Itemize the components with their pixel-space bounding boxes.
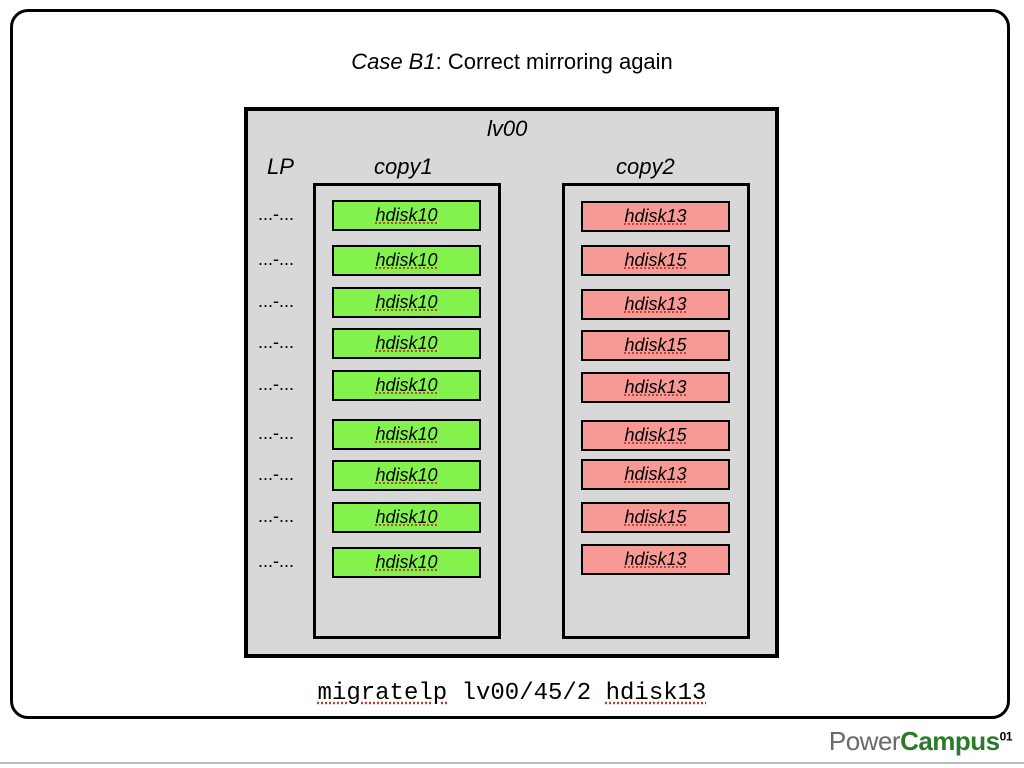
- copy2-pp-label: hdisk13: [624, 549, 687, 569]
- lp-range: ...-...: [258, 249, 294, 269]
- copy1-pp-label: hdisk10: [375, 250, 438, 270]
- lp-range: ...-...: [258, 464, 294, 484]
- copy1-column: [313, 183, 501, 639]
- copy1-pp-label: hdisk10: [375, 205, 438, 225]
- copy1-pp: hdisk10: [332, 460, 481, 491]
- copy1-pp: hdisk10: [332, 502, 481, 533]
- copy2-pp-label: hdisk13: [624, 377, 687, 397]
- lp-range: ...-...: [258, 374, 294, 394]
- copy2-pp-label: hdisk13: [624, 464, 687, 484]
- copy2-pp: hdisk13: [581, 544, 730, 575]
- lp-range: ...-...: [258, 204, 294, 224]
- lp-range: ...-...: [258, 291, 294, 311]
- copy2-pp-label: hdisk15: [624, 335, 687, 355]
- copy1-pp: hdisk10: [332, 200, 481, 231]
- copy2-pp-label: hdisk13: [624, 294, 687, 314]
- copy1-pp-label: hdisk10: [375, 292, 438, 312]
- logo-campus: Campus: [900, 726, 1000, 756]
- copy2-pp: hdisk15: [581, 502, 730, 533]
- copy1-pp-label: hdisk10: [375, 375, 438, 395]
- lp-range: ...-...: [258, 551, 294, 571]
- copy2-pp: hdisk15: [581, 330, 730, 361]
- copy1-pp: hdisk10: [332, 287, 481, 318]
- copy1-pp: hdisk10: [332, 328, 481, 359]
- copy2-pp: hdisk13: [581, 289, 730, 320]
- copy2-pp: hdisk13: [581, 459, 730, 490]
- command-line: migratelp lv00/45/2 hdisk13: [0, 680, 1024, 707]
- slide-title: Case B1: Correct mirroring again: [0, 49, 1024, 75]
- copy1-pp-label: hdisk10: [375, 552, 438, 572]
- copy1-pp-label: hdisk10: [375, 507, 438, 527]
- copy1-pp-label: hdisk10: [375, 333, 438, 353]
- copy2-pp-label: hdisk15: [624, 507, 687, 527]
- copy2-pp-label: hdisk13: [624, 206, 687, 226]
- bottom-divider: [0, 762, 1024, 764]
- copy2-pp-label: hdisk15: [624, 250, 687, 270]
- copy2-pp: hdisk13: [581, 372, 730, 403]
- copy1-pp-label: hdisk10: [375, 424, 438, 444]
- copy1-header: copy1: [374, 154, 433, 179]
- copy2-column: [562, 183, 750, 639]
- copy2-header: copy2: [616, 154, 675, 179]
- lv-name: lv00: [487, 116, 528, 141]
- logo-power: Power: [828, 726, 901, 756]
- copy2-pp-label: hdisk15: [624, 425, 687, 445]
- copy1-pp: hdisk10: [332, 547, 481, 578]
- title-italic: Case B1: [351, 49, 436, 74]
- copy1-pp: hdisk10: [332, 370, 481, 401]
- logo-sup: 01: [999, 729, 1013, 744]
- copy1-pp: hdisk10: [332, 419, 481, 450]
- copy2-pp: hdisk13: [581, 201, 730, 232]
- copy1-pp: hdisk10: [332, 245, 481, 276]
- lp-range: ...-...: [258, 423, 294, 443]
- lp-range: ...-...: [258, 506, 294, 526]
- title-rest: : Correct mirroring again: [435, 49, 673, 74]
- copy1-pp-label: hdisk10: [375, 465, 438, 485]
- command-args: lv00/45/2: [461, 680, 592, 707]
- command-name: migratelp: [317, 680, 448, 707]
- lp-range: ...-...: [258, 332, 294, 352]
- lp-header: LP: [267, 154, 294, 179]
- powercampus-logo: PowerCampus01: [828, 726, 1013, 757]
- copy2-pp: hdisk15: [581, 245, 730, 276]
- command-target: hdisk13: [605, 680, 707, 707]
- copy2-pp: hdisk15: [581, 420, 730, 451]
